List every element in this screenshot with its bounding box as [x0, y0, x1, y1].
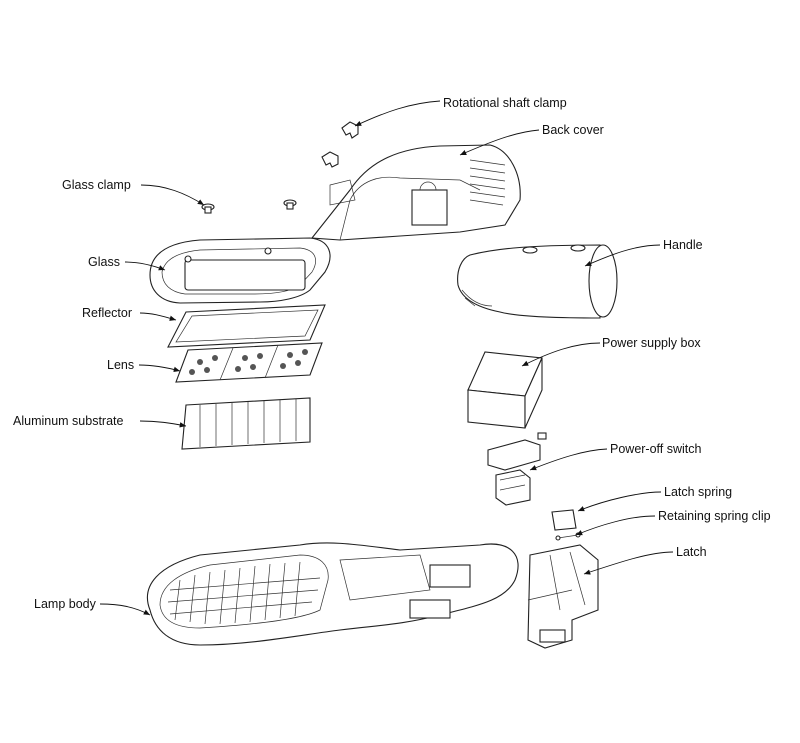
- latch-part: [527, 544, 599, 649]
- leader-lines: [99, 100, 674, 616]
- label-power-off-switch: Power-off switch: [610, 442, 702, 456]
- lens-part: [175, 342, 323, 383]
- label-latch: Latch: [676, 545, 707, 559]
- aluminum-substrate-part: [181, 397, 311, 450]
- label-back-cover: Back cover: [542, 123, 604, 137]
- lamp-body-heat-sink-grid: [167, 561, 321, 625]
- label-aluminum-substrate: Aluminum substrate: [13, 414, 124, 428]
- label-glass-clamp: Glass clamp: [62, 178, 131, 192]
- label-lamp-body: Lamp body: [34, 597, 97, 611]
- glass-clamp-part: [201, 199, 297, 214]
- retaining-spring-clip-part: [555, 532, 581, 541]
- lamp-body-part: [146, 542, 519, 646]
- back-cover-part: [310, 144, 521, 241]
- label-rotational-shaft-clamp: Rotational shaft clamp: [443, 96, 567, 110]
- label-reflector: Reflector: [82, 306, 132, 320]
- label-retaining-spring-clip: Retaining spring clip: [658, 509, 771, 523]
- label-latch-spring: Latch spring: [664, 485, 732, 499]
- label-handle: Handle: [663, 238, 703, 252]
- label-power-supply-box: Power supply box: [602, 336, 701, 350]
- latch-spring-part: [551, 509, 577, 531]
- power-off-switch-part: [487, 432, 547, 506]
- label-lens: Lens: [107, 358, 134, 372]
- label-glass: Glass: [88, 255, 120, 269]
- reflector-part: [167, 304, 326, 348]
- power-supply-box-part: [467, 351, 543, 429]
- handle-part: [457, 244, 618, 319]
- rotational-shaft-clamp-part: [321, 121, 359, 168]
- glass-part: [149, 237, 331, 304]
- back-cover-grille: [469, 159, 506, 206]
